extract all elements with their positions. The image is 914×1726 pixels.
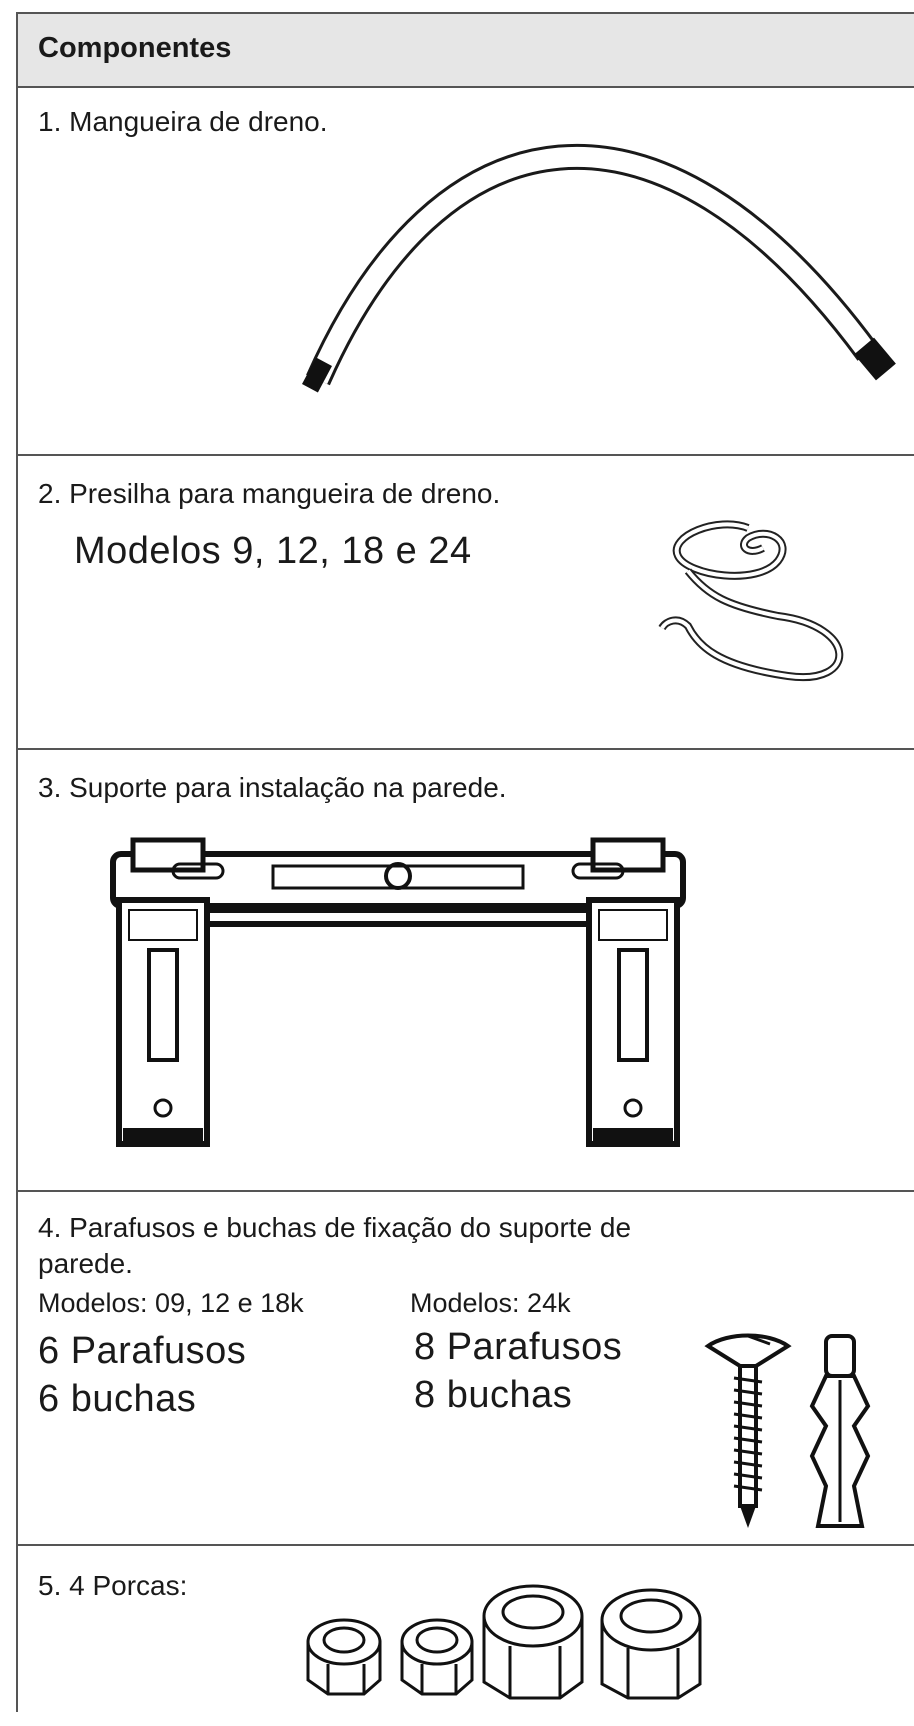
- small-nut-icon: [400, 1618, 474, 1696]
- component-label-line1: 4. Parafusos e buchas de fixação do supo…: [38, 1212, 632, 1243]
- components-table: Componentes 1. Mangueira de dreno. 2. Pr…: [16, 12, 914, 1712]
- wall-bracket-illustration: [110, 837, 686, 1147]
- models-b-title: Modelos: 24k: [410, 1288, 571, 1318]
- component-label: 5. 4 Porcas:: [38, 1570, 188, 1601]
- models-text: Modelos 9, 12, 18 e 24: [74, 530, 472, 572]
- component-row-screws-anchors: 4. Parafusos e buchas de fixação do supo…: [18, 1192, 914, 1546]
- component-label: 1. Mangueira de dreno.: [38, 106, 328, 137]
- models-a-screws: 6 Parafusos: [38, 1330, 247, 1372]
- component-row-nuts: 5. 4 Porcas:: [18, 1546, 914, 1726]
- large-nut-icon: [600, 1588, 702, 1700]
- component-row-drain-hose: 1. Mangueira de dreno.: [18, 88, 914, 456]
- small-nut-icon: [306, 1618, 382, 1696]
- component-row-hose-clip: 2. Presilha para mangueira de dreno. Mod…: [18, 456, 914, 750]
- drain-hose-illustration: [302, 143, 896, 393]
- models-a-title: Modelos: 09, 12 e 18k: [38, 1288, 304, 1318]
- nuts-illustration: [306, 1584, 702, 1700]
- component-label: 3. Suporte para instalação na parede.: [38, 772, 507, 803]
- component-label: 2. Presilha para mangueira de dreno.: [38, 478, 501, 509]
- screw-icon: [704, 1333, 792, 1528]
- table-header: Componentes: [18, 14, 914, 88]
- component-row-wall-bracket: 3. Suporte para instalação na parede.: [18, 750, 914, 1192]
- models-b-anchors: 8 buchas: [414, 1374, 573, 1416]
- models-b-screws: 8 Parafusos: [414, 1326, 623, 1368]
- models-a-anchors: 6 buchas: [38, 1378, 197, 1420]
- wall-anchor-icon: [809, 1334, 871, 1528]
- large-nut-icon: [482, 1584, 584, 1700]
- component-label-line2: parede.: [38, 1248, 133, 1279]
- table-title: Componentes: [38, 32, 232, 64]
- hose-clip-illustration: [658, 520, 844, 682]
